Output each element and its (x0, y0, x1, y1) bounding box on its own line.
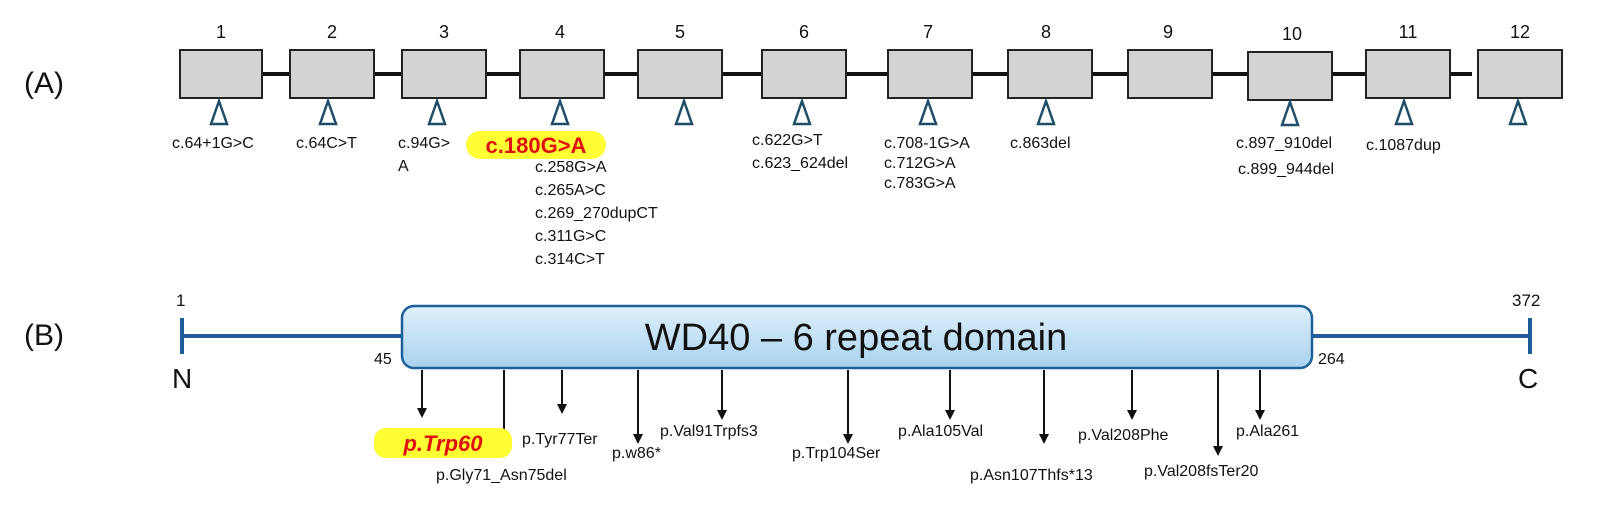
highlighted-variant-label: c.180G>A (486, 133, 587, 158)
dna-variant-label: c.258G>A (535, 159, 607, 176)
exon-9: 9 (1127, 22, 1213, 99)
triangle-marker-icon (1508, 97, 1528, 126)
exon-number: 9 (1163, 22, 1173, 42)
protein-variant-label: p.Ala105Val (898, 423, 983, 440)
exon-number: 5 (675, 22, 685, 42)
exon-number: 11 (1399, 22, 1418, 42)
protein-variant-label: p.Gly71_Asn75del (436, 467, 567, 484)
domain-start-position: 45 (374, 351, 392, 368)
protein-variant-label: p.w86* (612, 445, 661, 462)
dna-variant-label: c.899_944del (1238, 161, 1334, 178)
exon-10: 10 (1247, 24, 1333, 101)
exon-1: 1 (179, 22, 263, 99)
dna-variant-label: c.708-1G>A (884, 135, 970, 152)
exon-4: 4 (519, 22, 605, 99)
dna-variant-label: c.265A>C (535, 182, 606, 199)
exon-number: 1 (216, 22, 226, 42)
exon-number: 6 (799, 22, 809, 42)
protein-structure: 1 372 N C WD40 – 6 repeat domain 45 264 (172, 291, 1540, 484)
domain-label: WD40 – 6 repeat domain (645, 317, 1067, 359)
dna-variant-label: c.64C>T (296, 135, 357, 152)
triangle-marker-icon (1394, 97, 1414, 126)
exon-2: 2 (289, 22, 375, 99)
dna-variant-label: c.863del (1010, 135, 1071, 152)
exon-7: 7 (887, 22, 973, 99)
protein-variant-arrows (421, 370, 1261, 448)
dna-variant-label: A (398, 158, 409, 175)
triangle-marker-icon (427, 97, 447, 126)
dna-variant-label: c.269_270dupCT (535, 205, 658, 222)
exon-number: 10 (1282, 24, 1302, 44)
exon-number: 8 (1041, 22, 1051, 42)
protein-variant-label: p.Val91Trpfs3 (660, 423, 758, 440)
dna-variant-label: c.64+1G>C (172, 135, 254, 152)
protein-variant-label: p.Val208Phe (1078, 427, 1169, 444)
dna-variant-label: c.897_910del (1236, 135, 1332, 152)
panel-label-b: (B) (24, 319, 64, 352)
triangle-marker-icon (918, 97, 938, 126)
exon-11: 11 (1365, 22, 1451, 99)
n-terminus-label: N (172, 363, 192, 394)
exon-number: 3 (439, 22, 449, 42)
variant-markers (209, 97, 1528, 127)
dna-variant-label: c.783G>A (884, 175, 956, 192)
dna-variant-label: c.623_624del (752, 155, 848, 172)
protein-variant-label: p.Tyr77Ter (522, 431, 598, 448)
dna-variant-label: c.712G>A (884, 155, 956, 172)
domain-end-position: 264 (1318, 351, 1345, 368)
protein-start-position: 1 (176, 291, 185, 310)
triangle-marker-icon (674, 97, 694, 126)
triangle-marker-icon (792, 97, 812, 126)
exon-number: 2 (327, 22, 337, 42)
exon-number: 7 (923, 22, 933, 42)
exon-8: 8 (1007, 22, 1093, 99)
highlighted-dna-variant: c.180G>A (466, 131, 606, 159)
protein-variant-label: p.Val208fsTer20 (1144, 463, 1259, 480)
exon-6: 6 (761, 22, 847, 99)
triangle-marker-icon (209, 97, 229, 126)
exon-3: 3 (401, 22, 487, 99)
exon-number: 12 (1510, 22, 1530, 42)
dna-variant-label: c.314C>T (535, 251, 605, 268)
wd40-domain: WD40 – 6 repeat domain (400, 304, 1314, 370)
dna-variant-label: c.622G>T (752, 132, 823, 149)
protein-end-position: 372 (1512, 291, 1540, 310)
dna-variant-label: c.1087dup (1366, 137, 1441, 154)
c-terminus-label: C (1518, 363, 1538, 394)
triangle-marker-icon (1036, 97, 1056, 126)
panel-label-a: (A) (24, 67, 64, 100)
dna-variant-label: c.94G> (398, 135, 450, 152)
exon-number: 4 (555, 22, 565, 42)
gene-structure: 1 2 3 4 5 6 7 8 (172, 22, 1563, 268)
triangle-marker-icon (550, 97, 570, 126)
highlighted-protein-label: p.Trp60 (402, 431, 483, 456)
protein-variant-label: p.Trp104Ser (792, 445, 881, 462)
triangle-marker-icon (1280, 98, 1300, 127)
triangle-marker-icon (318, 97, 338, 126)
protein-variant-label: p.Asn107Thfs*13 (970, 467, 1093, 484)
exon-12: 12 (1477, 22, 1563, 99)
highlighted-protein-variant: p.Trp60 (374, 428, 512, 458)
dna-variant-label: c.311G>C (535, 228, 606, 245)
protein-variant-label: p.Ala261 (1236, 423, 1299, 440)
exon-5: 5 (637, 22, 723, 99)
